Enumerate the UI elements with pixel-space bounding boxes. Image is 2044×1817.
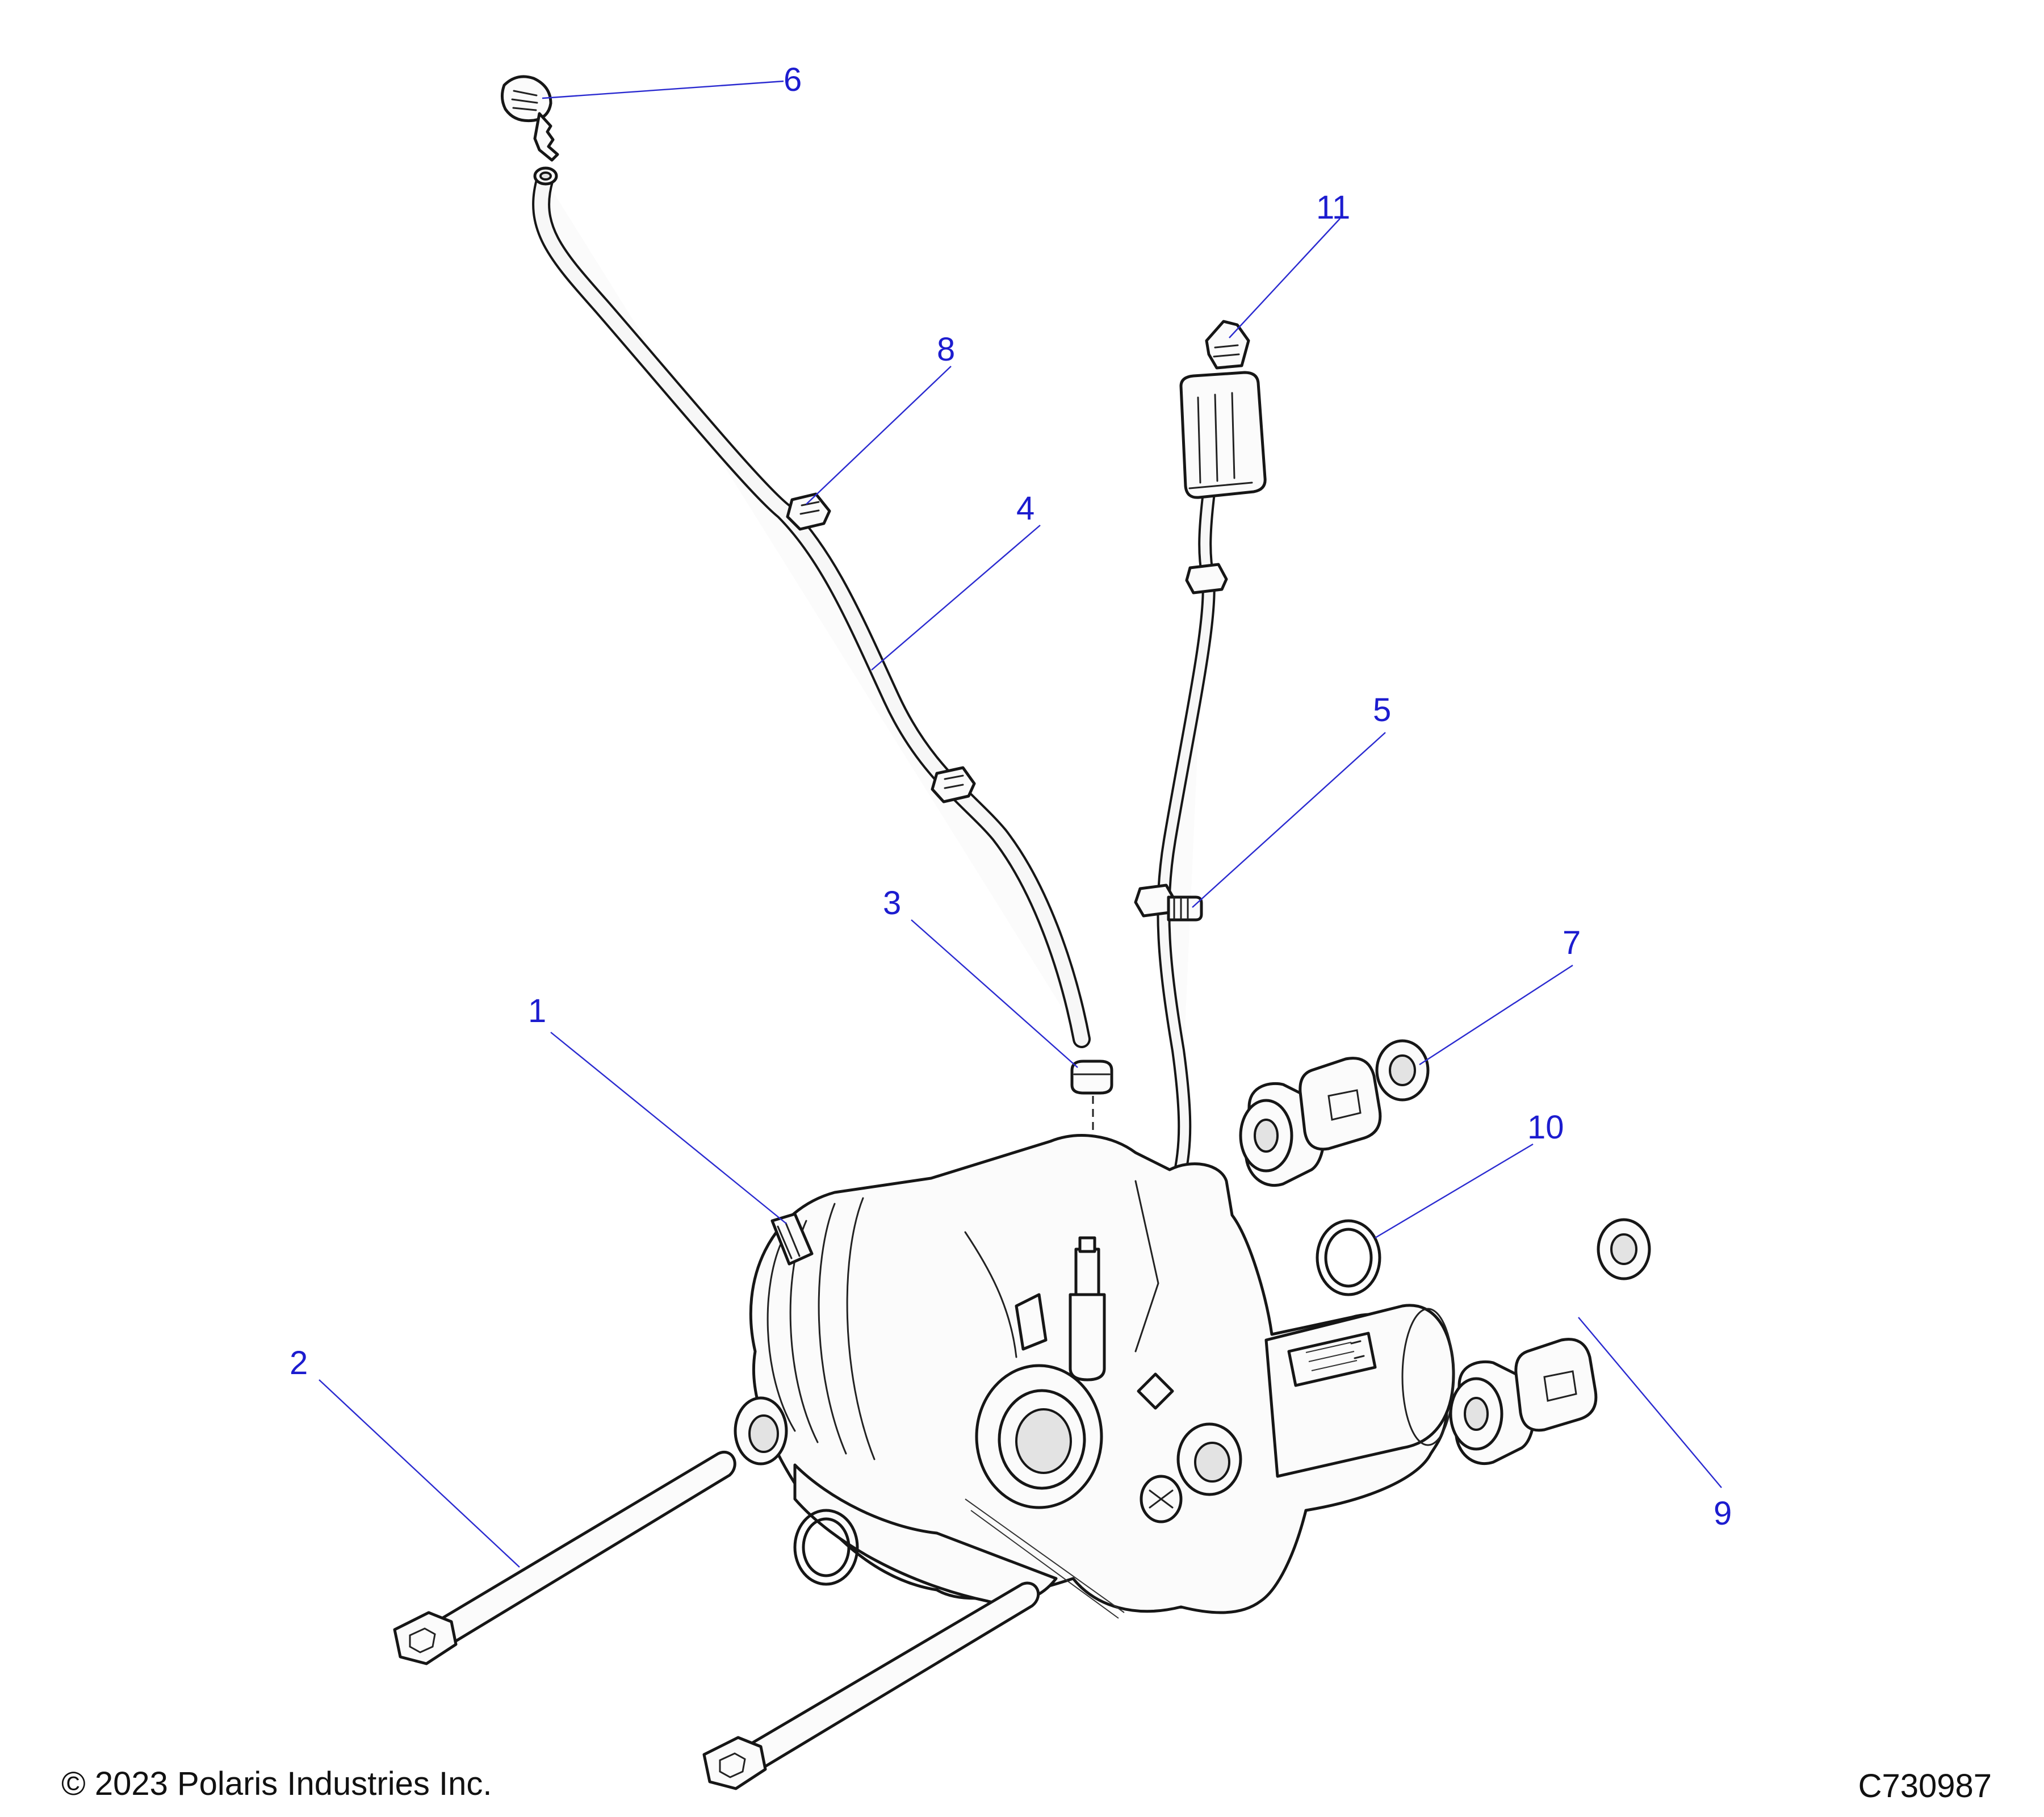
- gearcase-housing-part-1[interactable]: [734, 1134, 1455, 1619]
- callout-1: 1: [528, 993, 546, 1029]
- copyright-notice: © 2023 Polaris Industries Inc.: [61, 1765, 492, 1802]
- callout-4: 4: [1016, 490, 1034, 527]
- leader-5: [1192, 732, 1386, 908]
- leader-11: [1229, 218, 1341, 338]
- hose-clamp-part-3[interactable]: [1070, 1060, 1113, 1249]
- vent-fitting-part-6[interactable]: [501, 75, 559, 162]
- leader-3: [911, 919, 1078, 1068]
- bushing-stack-lower[interactable]: [1449, 1218, 1651, 1466]
- drawing-number: C730987: [1858, 1768, 1992, 1805]
- leader-2: [319, 1379, 520, 1568]
- breather-hose-part-4[interactable]: [532, 166, 1091, 1048]
- callout-5: 5: [1373, 692, 1391, 729]
- callout-labels: 1 2 3 4 5 6 7 8 9 10 11: [290, 61, 1732, 1532]
- bushing-stack-upper[interactable]: [1239, 1039, 1430, 1187]
- leader-7: [1419, 964, 1573, 1066]
- callout-11: 11: [1316, 189, 1350, 226]
- leader-9: [1578, 1317, 1722, 1488]
- callout-7: 7: [1563, 924, 1581, 961]
- callout-2: 2: [290, 1345, 308, 1381]
- o-ring-part-10[interactable]: [793, 1219, 1381, 1586]
- speed-sensor-harness[interactable]: [1134, 320, 1267, 1188]
- callout-3: 3: [883, 885, 901, 922]
- mounting-stud-part-5[interactable]: [1167, 895, 1203, 922]
- callout-8: 8: [937, 331, 955, 368]
- leader-6: [542, 80, 784, 99]
- bolt-part-2[interactable]: [393, 1451, 1040, 1790]
- leader-10: [1375, 1143, 1534, 1239]
- leader-1: [550, 1032, 787, 1224]
- callout-6: 6: [784, 61, 802, 98]
- leader-4: [871, 525, 1041, 671]
- callout-leaders: [319, 80, 1722, 1568]
- hose-clip-part-8[interactable]: [786, 492, 976, 803]
- leader-8: [806, 366, 952, 505]
- callout-9: 9: [1714, 1495, 1732, 1532]
- callout-10: 10: [1527, 1109, 1564, 1146]
